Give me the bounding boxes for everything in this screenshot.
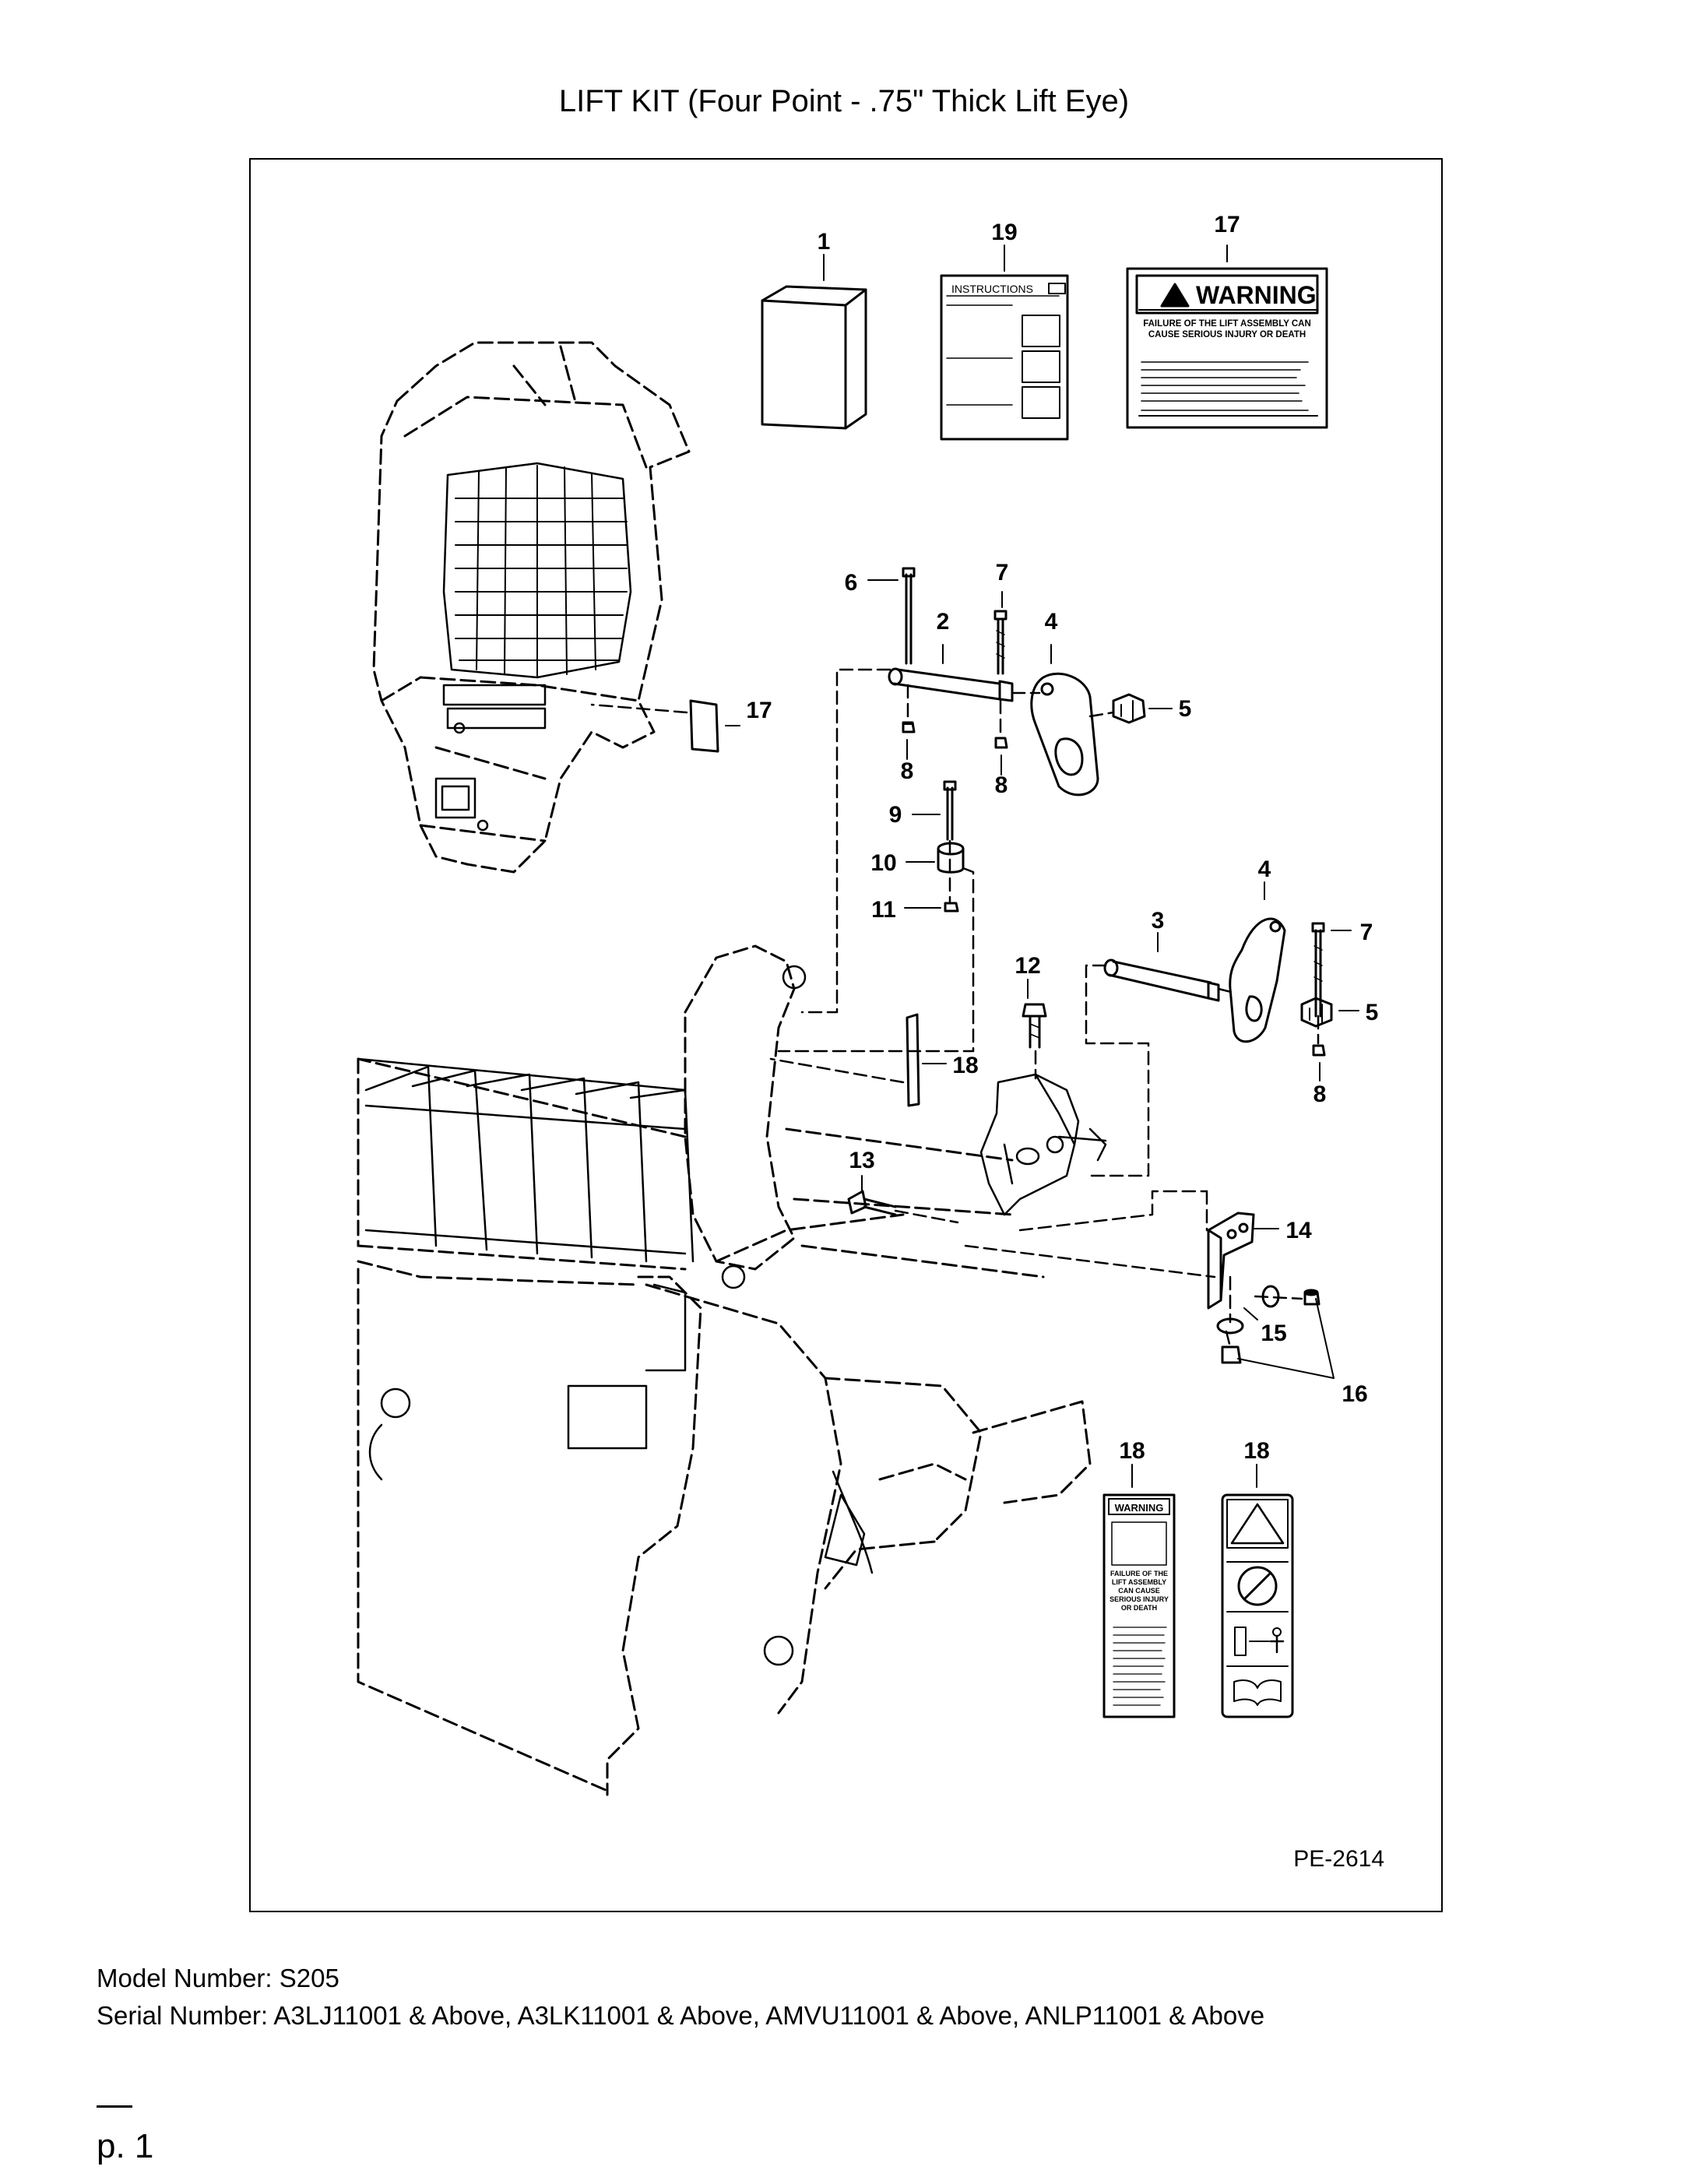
callout-17-cab: 17 xyxy=(746,698,772,723)
callout-13: 13 xyxy=(849,1148,874,1173)
callout-6: 6 xyxy=(845,570,858,596)
leader-lines xyxy=(725,244,1359,1488)
bolt-item-7-upper xyxy=(993,610,1008,675)
drawing-number: PE-2614 xyxy=(1293,1846,1384,1872)
nut-item-5-lower xyxy=(1300,997,1333,1028)
warning-line-2: CAUSE SERIOUS INJURY OR DEATH xyxy=(1148,330,1306,339)
warning-line-1: FAILURE OF THE LIFT ASSEMBLY CAN xyxy=(1143,319,1311,329)
callout-5-upper: 5 xyxy=(1179,696,1192,722)
instructions-sheet xyxy=(940,274,1069,441)
serial-number: Serial Number: A3LJ11001 & Above, A3LK11… xyxy=(97,2001,1265,2030)
callout-7-upper: 7 xyxy=(996,560,1009,586)
diagram-frame xyxy=(249,158,1443,1912)
nut-item-16 xyxy=(1303,1289,1321,1306)
callout-14: 14 xyxy=(1285,1218,1312,1243)
callout-labels: 1 19 17 6 7 2 4 5 17 8 8 9 10 11 4 3 7 1… xyxy=(746,212,1378,1464)
bolt-item-6 xyxy=(902,567,916,665)
cab-outline xyxy=(372,341,691,874)
warning-decal-tall xyxy=(1102,1493,1176,1718)
callout-7-lower: 7 xyxy=(1360,920,1373,945)
callout-10: 10 xyxy=(870,850,896,876)
decal-item-17-small xyxy=(689,699,719,753)
callout-18-strip: 18 xyxy=(952,1053,978,1078)
callout-8-c: 8 xyxy=(1313,1081,1327,1107)
decal-strip-item-18 xyxy=(906,1013,920,1107)
callout-19: 19 xyxy=(991,220,1017,245)
warning-decal-large xyxy=(1126,267,1328,429)
small-warning-line-5: OR DEATH xyxy=(1121,1604,1157,1612)
callout-3: 3 xyxy=(1152,908,1165,934)
nut-item-8-b xyxy=(994,737,1008,749)
front-panel xyxy=(368,965,874,1666)
nut-item-8-a xyxy=(902,721,916,733)
small-warning-line-3: CAN CAUSE xyxy=(1118,1587,1160,1595)
callout-15: 15 xyxy=(1261,1321,1286,1346)
callout-9: 9 xyxy=(889,802,902,828)
decal-text: INSTRUCTIONS WARNING FAILURE OF THE LIFT… xyxy=(951,281,1317,1612)
instructions-label: INSTRUCTIONS xyxy=(951,283,1033,295)
pictorial-decal-tall xyxy=(1221,1493,1294,1718)
bolt-item-7-lower xyxy=(1311,922,1325,1018)
bolt-item-13 xyxy=(847,1190,897,1216)
model-number: Model Number: S205 xyxy=(97,1964,339,1992)
callout-11: 11 xyxy=(871,897,896,923)
loader-arm-outline xyxy=(357,944,1092,1796)
small-warning-line-1: FAILURE OF THE xyxy=(1110,1570,1168,1577)
callout-5-lower: 5 xyxy=(1366,1000,1379,1025)
callout-4-upper: 4 xyxy=(1045,609,1058,635)
mount-bracket xyxy=(979,1073,1107,1216)
callout-17-top: 17 xyxy=(1214,212,1240,237)
bolt-item-9 xyxy=(943,780,957,841)
page-title: LIFT KIT (Four Point - .75" Thick Lift E… xyxy=(558,84,1130,118)
cab-screen-grille xyxy=(442,462,632,679)
callout-18-left: 18 xyxy=(1119,1438,1145,1464)
page-rule xyxy=(97,2105,132,2108)
callout-18-right: 18 xyxy=(1243,1438,1269,1464)
assembly-dashes xyxy=(590,668,1320,1349)
cab-lower-details xyxy=(434,684,547,832)
small-warning-line-4: SERIOUS INJURY xyxy=(1110,1595,1169,1603)
page-number: p. 1 xyxy=(97,2127,154,2165)
callout-2: 2 xyxy=(937,609,950,635)
lift-eye-item-4-upper xyxy=(1030,672,1099,797)
bolt-item-12 xyxy=(1022,1003,1047,1049)
warning-header-small: WARNING xyxy=(1115,1502,1164,1514)
kit-box xyxy=(761,285,867,430)
callout-4-lower: 4 xyxy=(1258,856,1271,882)
pin-item-3 xyxy=(1103,958,1220,1002)
small-warning-line-2: LIFT ASSEMBLY xyxy=(1112,1578,1166,1586)
bucket-slats xyxy=(357,1057,695,1263)
nut-item-5-upper xyxy=(1112,693,1146,724)
callout-16: 16 xyxy=(1342,1381,1367,1407)
callout-1: 1 xyxy=(818,229,831,255)
nut-item-11 xyxy=(944,902,959,913)
bracket-item-14 xyxy=(1207,1212,1255,1310)
callout-8-b: 8 xyxy=(995,772,1008,798)
warning-header-large: WARNING xyxy=(1196,281,1317,309)
pin-item-2 xyxy=(888,667,1014,702)
nut-item-8-c xyxy=(1312,1044,1326,1057)
callout-8-a: 8 xyxy=(901,758,914,784)
lift-eye-item-4-lower xyxy=(1229,917,1286,1043)
callout-12: 12 xyxy=(1015,953,1040,979)
